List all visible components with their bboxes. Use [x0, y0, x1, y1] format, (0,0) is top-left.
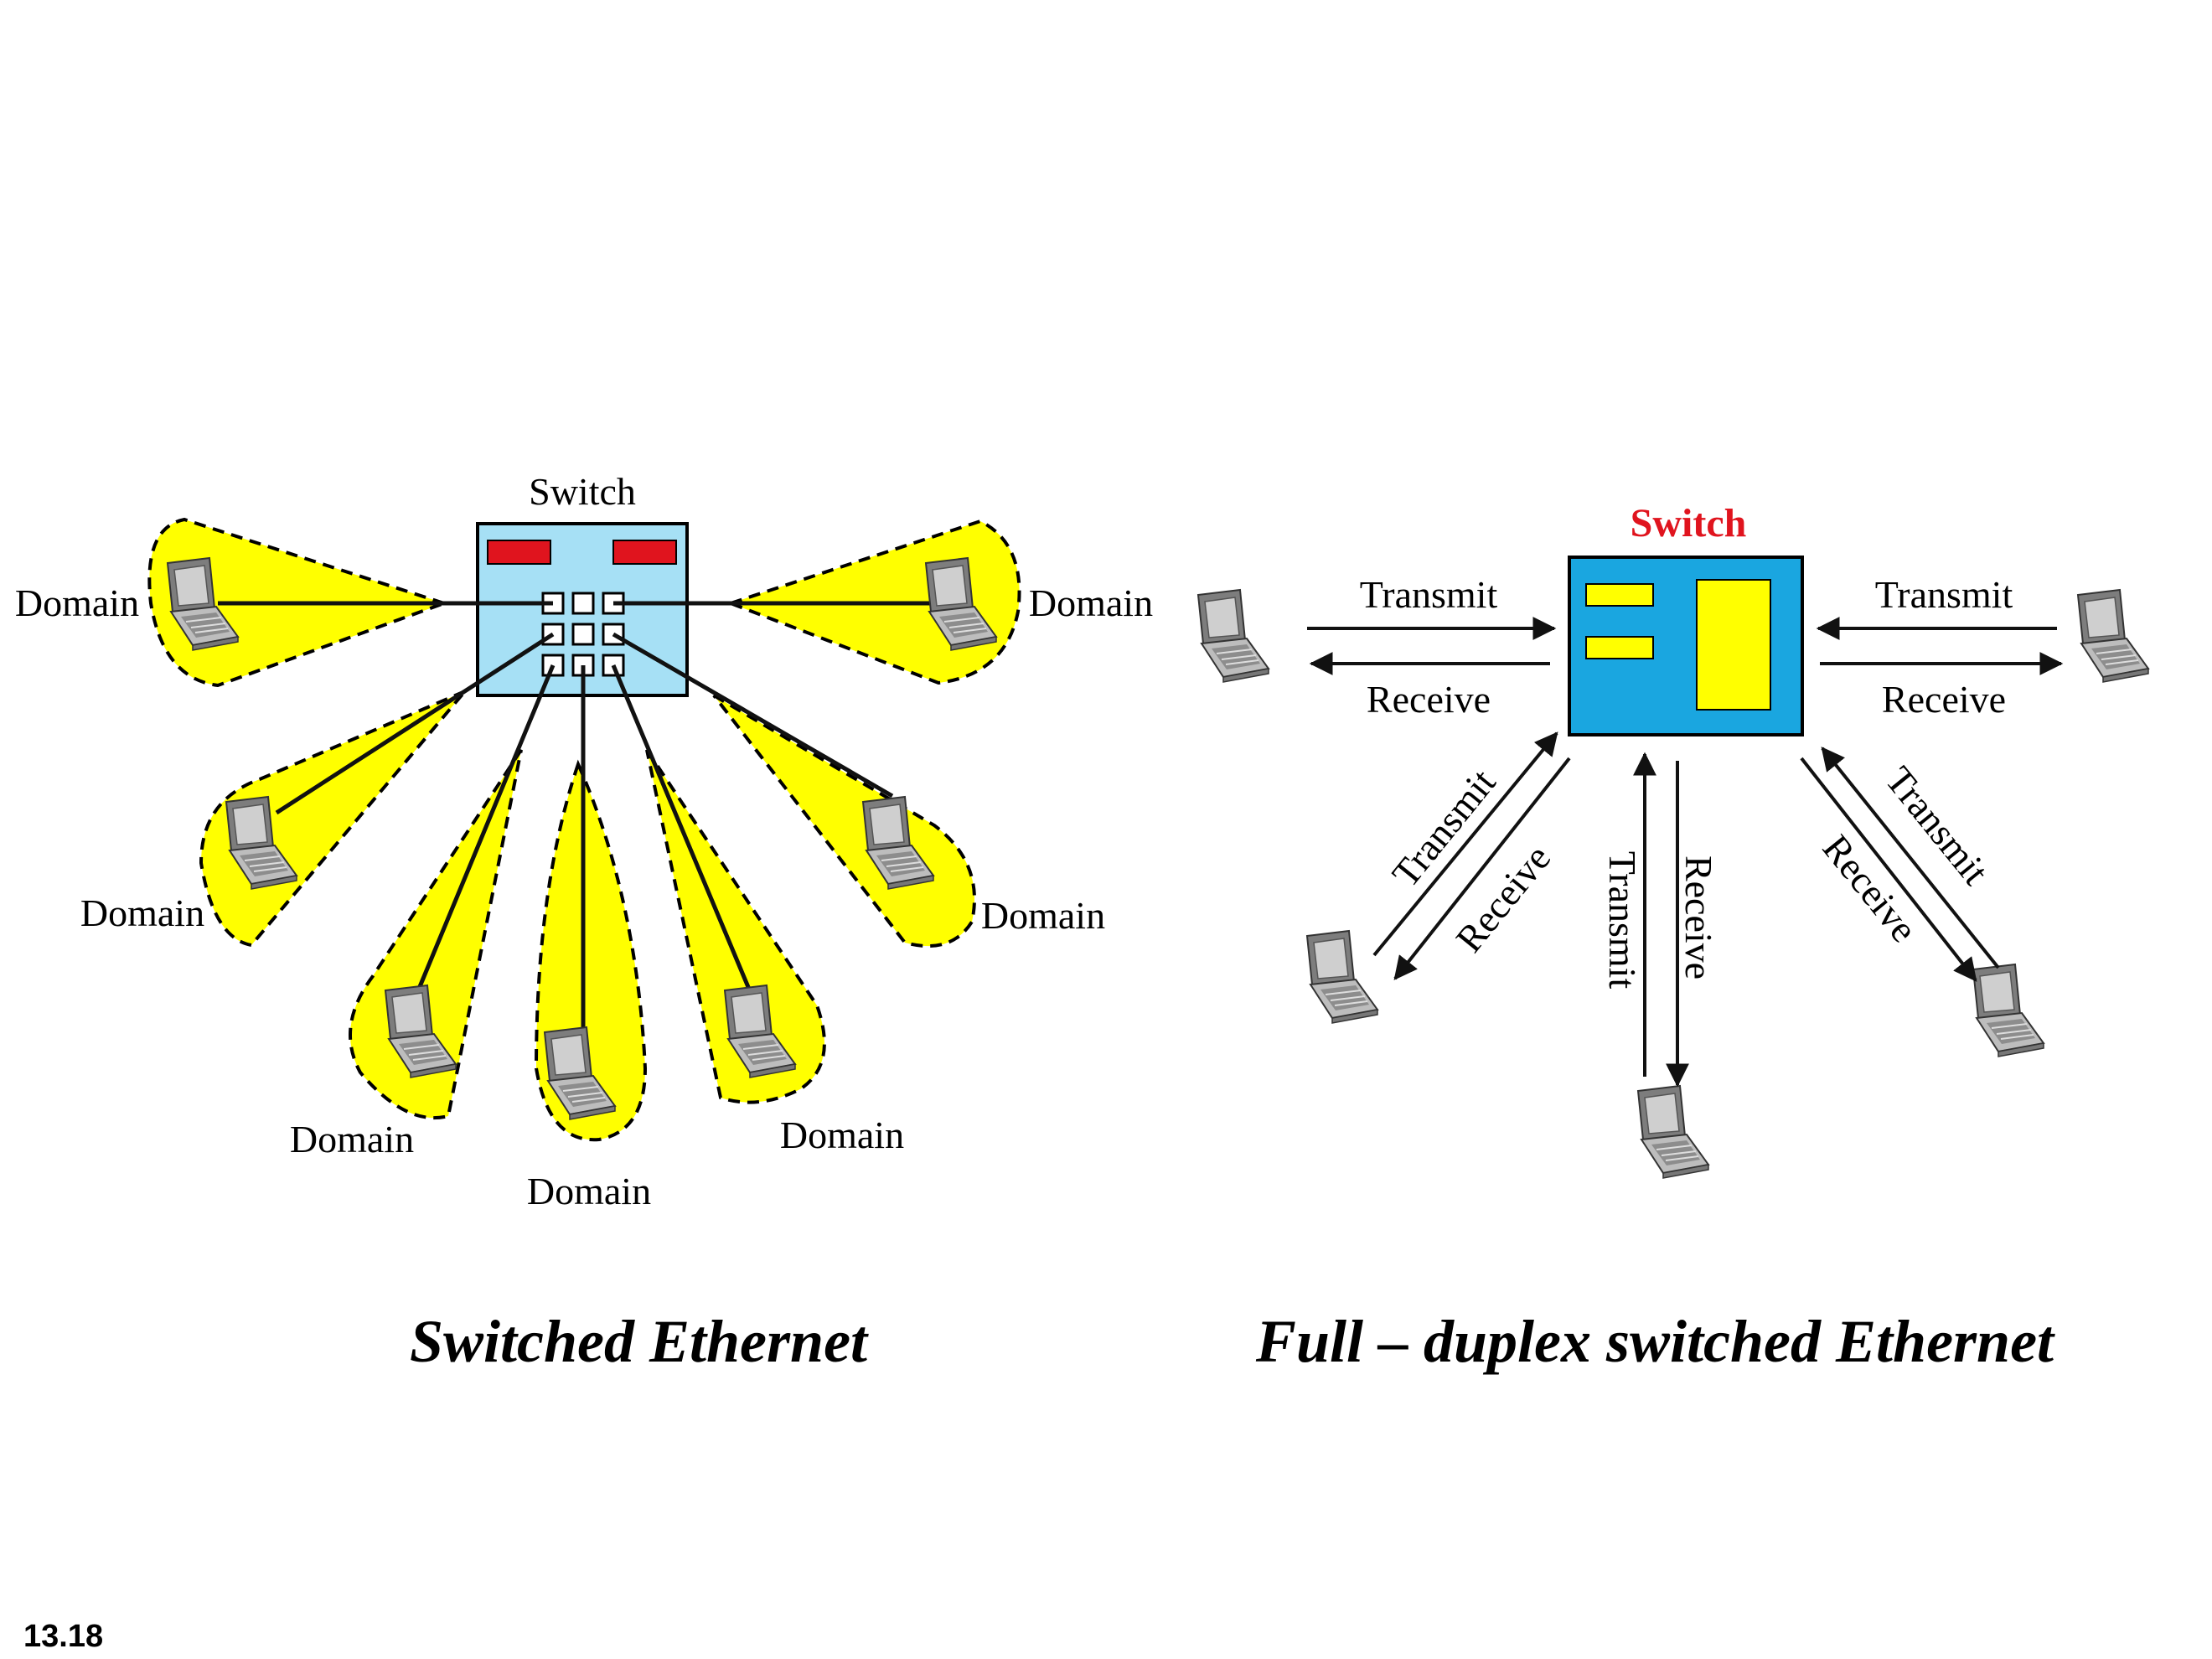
switch-indicator-right — [612, 540, 677, 565]
domain-label: Domain — [780, 1114, 904, 1156]
receive-label: Receive — [1367, 678, 1491, 721]
link — [416, 664, 556, 990]
laptop-icon — [1972, 964, 2044, 1057]
domain-label: Domain — [1029, 581, 1153, 624]
domain-label: Domain — [981, 894, 1105, 937]
domain-label: Domain — [15, 581, 139, 624]
caption-left: Switched Ethernet — [410, 1308, 869, 1375]
domain-area-bottom-3 — [645, 748, 826, 1104]
domain-label: Domain — [80, 892, 204, 934]
caption-right: Full – duplex switched Ethernet — [1255, 1308, 2055, 1375]
switch-fabric — [1696, 579, 1771, 711]
switch-indicator-left — [487, 540, 551, 565]
switch-label: Switch — [529, 470, 636, 513]
transmit-arrow — [1372, 731, 1558, 957]
switch-links — [218, 601, 951, 1031]
switched-ethernet-diagram: Switch Domain Domain Domain Domain Domai… — [15, 470, 1153, 1375]
link — [611, 664, 755, 998]
laptop-icon — [2077, 589, 2149, 683]
receive-arrow — [1393, 757, 1571, 980]
transmit-label: Transmit — [1360, 573, 1498, 616]
domain-label: Domain — [527, 1170, 651, 1212]
transmit-label: Transmit — [1875, 573, 2013, 616]
transmit-label: Transmit — [1383, 761, 1503, 895]
switch-label: Switch — [1631, 501, 1747, 545]
link — [612, 632, 894, 798]
receive-label: Receive — [1448, 837, 1559, 960]
transmit-label: Transmit — [1877, 758, 1997, 892]
transmit-arrow — [1821, 747, 2000, 969]
link — [275, 632, 555, 815]
receive-label: Receive — [1882, 678, 2006, 721]
receive-arrow — [1800, 757, 1977, 982]
switch-ports — [541, 592, 625, 677]
laptop-icon — [1637, 1085, 1709, 1179]
port — [571, 623, 595, 646]
laptop-icon — [1197, 589, 1269, 683]
receive-label: Receive — [1677, 855, 1720, 979]
duplex-arrows — [1307, 617, 2064, 1088]
transmit-label: Transmit — [1601, 851, 1644, 990]
port — [571, 592, 595, 615]
laptop-icon — [1306, 930, 1378, 1024]
domain-area-right-mid — [712, 694, 976, 948]
full-duplex-diagram: Switch Transmit Receive Transmit Receive — [1197, 501, 2149, 1375]
domain-label: Domain — [290, 1118, 414, 1160]
switch-buffer — [1585, 583, 1654, 607]
switch-buffer — [1585, 636, 1654, 659]
page-number: 13.18 — [23, 1619, 103, 1654]
